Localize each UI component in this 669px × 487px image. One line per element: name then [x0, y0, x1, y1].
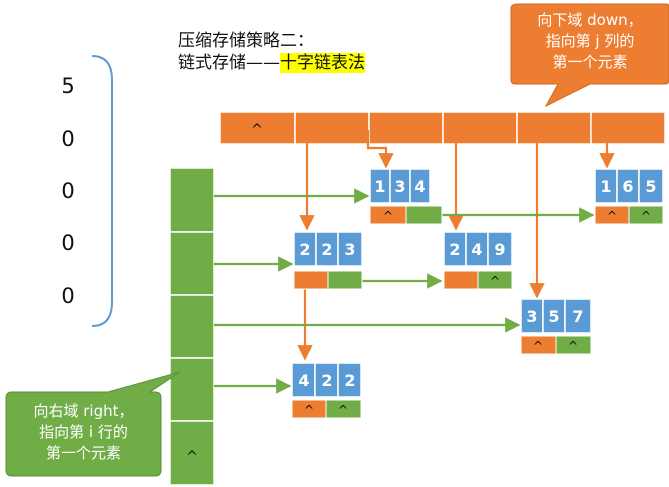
node-right-field [555, 335, 592, 355]
node-4-2-2: 4 2 2 ^ ^ [291, 362, 362, 419]
right-callout-line: 第一个元素 [45, 444, 121, 462]
node-right-field [628, 205, 664, 225]
node-down-null: ^ [607, 209, 617, 223]
column-header-cell [368, 111, 444, 145]
down-callout-line: 第一个元素 [552, 53, 628, 71]
node-value: 5 [645, 177, 656, 196]
node-right-null: ^ [568, 339, 578, 353]
node-row: 2 [299, 240, 310, 259]
node-2-4-9: 2 4 9 ^ [443, 231, 513, 290]
node-down-null: ^ [304, 403, 314, 417]
title-highlight: 十字链表法 [280, 53, 365, 73]
column-header-cell [442, 111, 518, 145]
node-col: 5 [548, 307, 559, 326]
row-header-cell [169, 357, 215, 422]
node-col: 2 [321, 371, 332, 390]
right-callout-line: 指向第 i 行的 [39, 423, 128, 441]
node-right-null: ^ [641, 209, 651, 223]
node-down-null: ^ [383, 209, 393, 223]
node-value: 9 [494, 240, 505, 259]
right-callout-line: 向右域 right， [33, 402, 134, 420]
node-right-field [477, 270, 513, 290]
node-value: 3 [344, 240, 355, 259]
title-line-2: 链式存储——十字链表法 [178, 52, 365, 74]
node-row: 4 [298, 371, 309, 390]
node-col: 3 [394, 177, 405, 196]
node-value: 7 [572, 307, 583, 326]
node-2-2-3: 2 2 3 [293, 231, 363, 290]
matrix-brace [91, 55, 113, 327]
node-1-3-4: 1 3 4 ^ [369, 168, 443, 225]
row-header-cell [169, 420, 215, 486]
down-pointers [297, 130, 615, 361]
node-right-null: ^ [490, 274, 500, 288]
node-col: 4 [471, 240, 482, 259]
node-col: 2 [321, 240, 332, 259]
node-down-field [293, 270, 329, 290]
row-header-cell [169, 294, 215, 359]
node-value: 4 [414, 177, 425, 196]
node-right-field [325, 399, 362, 419]
matrix-value: 0 [61, 179, 75, 203]
down-callout-line: 向下域 down， [537, 11, 643, 29]
column-header-cell [590, 111, 666, 145]
node-row: 2 [449, 240, 460, 259]
right-callout-shape [5, 371, 181, 477]
row-header-cell [169, 167, 215, 233]
row-header-null-symbol: ^ [186, 449, 198, 465]
down-callout-text: 向下域 down， 指向第 j 列的 第一个元素 [511, 10, 669, 73]
node-row: 3 [526, 307, 537, 326]
down-callout-line: 指向第 j 列的 [545, 32, 635, 50]
node-row: 1 [600, 177, 611, 196]
node-down-null: ^ [533, 339, 543, 353]
column-header-array: ^ [219, 111, 666, 145]
node-1-6-5: 1 6 5 ^ ^ [594, 168, 664, 225]
matrix-value: 0 [61, 284, 75, 308]
node-row: 1 [374, 177, 385, 196]
right-pointers [214, 188, 595, 394]
matrix-value: 0 [61, 231, 75, 255]
right-callout-text: 向右域 right， 指向第 i 行的 第一个元素 [6, 401, 161, 464]
row-header-cell [169, 231, 215, 296]
node-right-null: ^ [338, 403, 348, 417]
node-col: 6 [622, 177, 633, 196]
node-value: 2 [344, 371, 355, 390]
node-right-field [327, 270, 363, 290]
column-header-null-symbol: ^ [251, 122, 263, 138]
title-line-2-prefix: 链式存储—— [178, 53, 280, 73]
row-header-array: ^ [169, 167, 215, 486]
matrix-value: 0 [61, 127, 75, 151]
node-3-5-7: 3 5 7 ^ ^ [520, 298, 592, 355]
matrix-value: 5 [61, 74, 75, 98]
node-down-field [443, 270, 479, 290]
column-header-cell [516, 111, 592, 145]
down-arrow-col-3 [366, 130, 394, 169]
node-right-field [405, 205, 443, 225]
title-line-1: 压缩存储策略二： [178, 31, 314, 51]
